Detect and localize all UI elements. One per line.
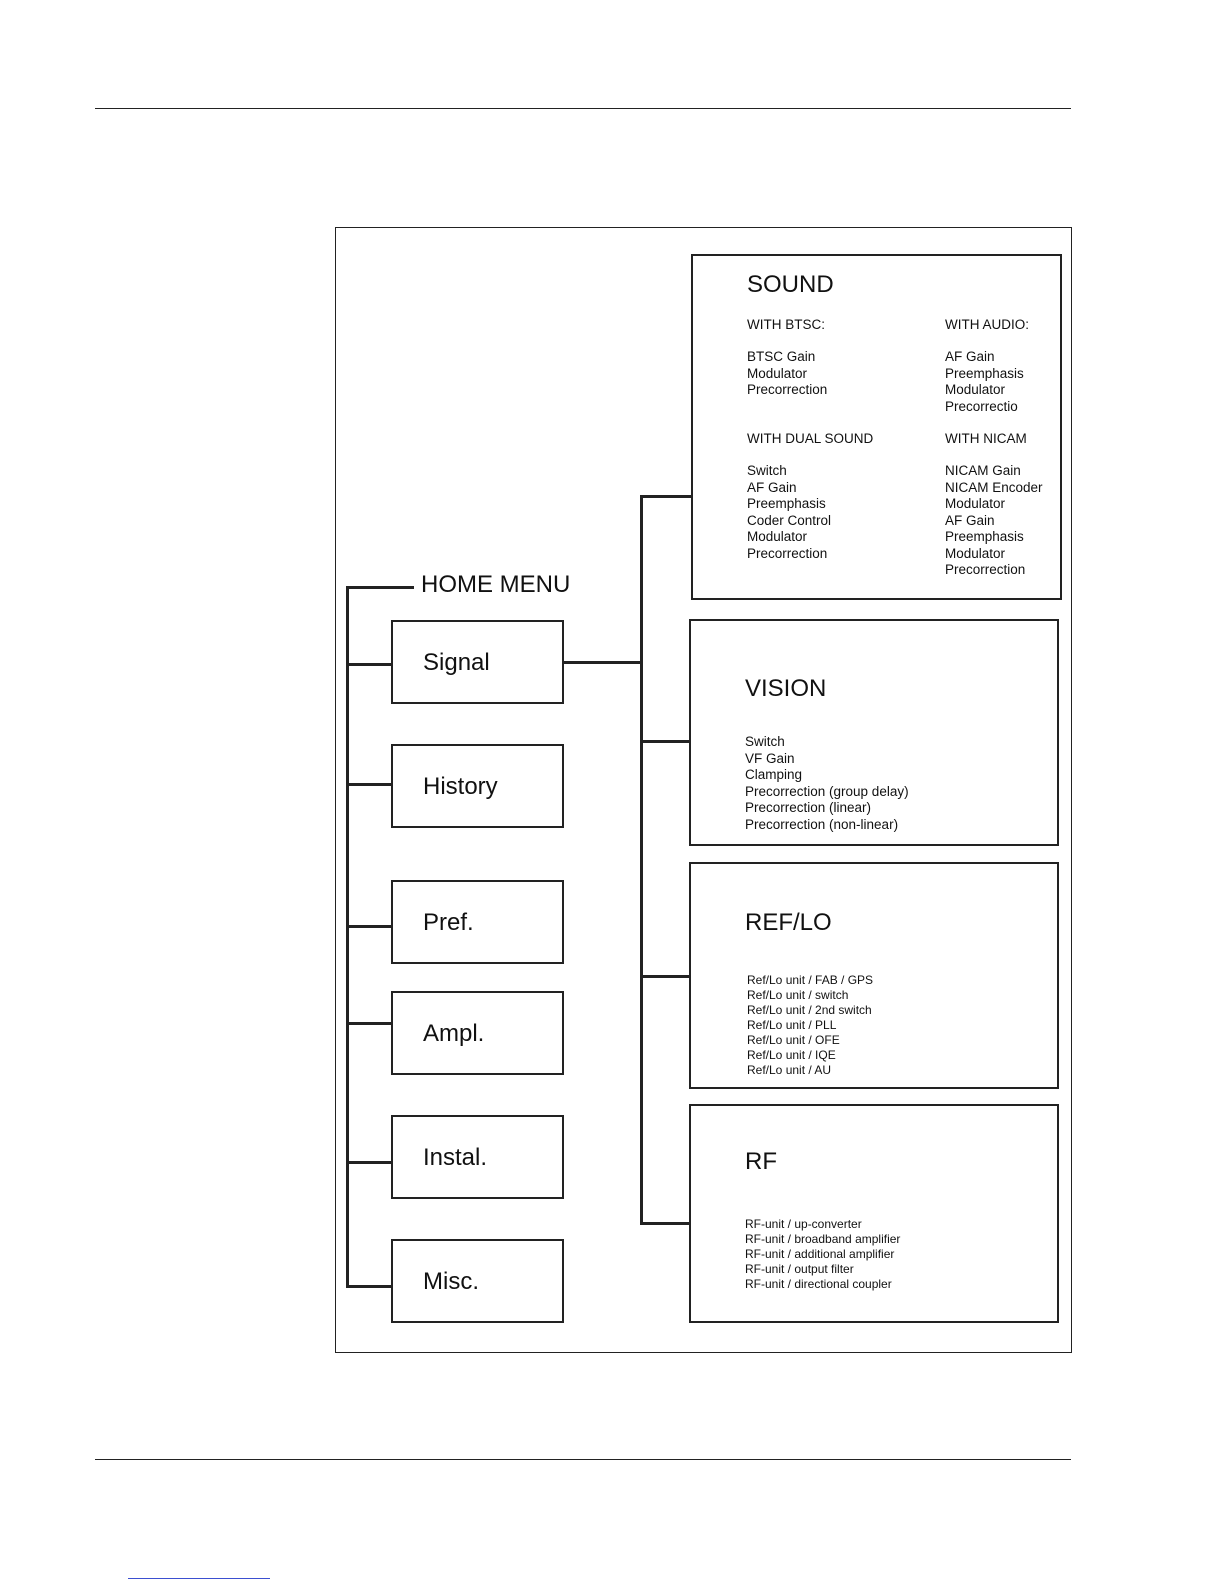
list-item: Ref/Lo unit / PLL <box>747 1018 837 1032</box>
list-item: Ref/Lo unit / switch <box>747 988 849 1002</box>
reflo-title: REF/LO <box>745 909 832 936</box>
list-item: Ref/Lo unit / 2nd switch <box>747 1003 872 1017</box>
sound-btsc-heading: WITH BTSC: <box>747 317 825 332</box>
list-item: Modulator <box>747 529 808 544</box>
diagram-frame <box>335 227 1072 1353</box>
connector-misc <box>346 1285 391 1288</box>
vision-box: VISION Switch VF Gain Clamping Precorrec… <box>689 619 1059 846</box>
rf-title: RF <box>745 1148 777 1175</box>
list-item: Precorrection (linear) <box>745 800 872 815</box>
sound-nicam-list: NICAM Gain NICAM Encoder Modulator AF Ga… <box>945 463 1043 579</box>
branch-rf <box>640 1222 692 1225</box>
sound-dual-list: Switch AF Gain Preemphasis Coder Control… <box>747 463 831 562</box>
menu-misc-label: Misc. <box>423 1268 479 1295</box>
list-item: Coder Control <box>747 512 832 528</box>
menu-misc[interactable]: Misc. <box>391 1239 564 1323</box>
list-item: Precorrection (group delay) <box>745 783 909 799</box>
reflo-box: REF/LO Ref/Lo unit / FAB / GPS Ref/Lo un… <box>689 862 1059 1089</box>
home-menu-title: HOME MENU <box>421 571 571 598</box>
menu-signal-label: Signal <box>423 649 490 676</box>
connector-ampl <box>346 1022 391 1025</box>
list-item: AF Gain <box>945 349 995 364</box>
home-tree-trunk <box>346 586 349 1288</box>
branch-reflo <box>640 975 690 978</box>
list-item: Ref/Lo unit / AU <box>747 1063 832 1077</box>
list-item: AF Gain <box>945 512 995 528</box>
menu-pref[interactable]: Pref. <box>391 880 564 964</box>
sound-dual-heading: WITH DUAL SOUND <box>747 431 874 446</box>
sound-audio-heading: WITH AUDIO: <box>945 317 1029 332</box>
list-item: RF-unit / additional amplifier <box>745 1247 895 1261</box>
list-item: NICAM Encoder <box>945 479 1043 495</box>
list-item: AF Gain <box>747 479 797 495</box>
connector-signal <box>346 663 391 666</box>
vision-title: VISION <box>745 675 827 702</box>
sound-btsc-list: BTSC Gain Modulator Precorrection <box>747 349 827 399</box>
sound-box: SOUND WITH BTSC: BTSC Gain Modulator Pre… <box>691 254 1062 600</box>
sound-audio-list: AF Gain Preemphasis Modulator Precorrect… <box>945 349 1024 415</box>
vision-list: Switch VF Gain Clamping Precorrection (g… <box>745 734 909 833</box>
connector-history <box>346 783 391 786</box>
menu-history[interactable]: History <box>391 744 564 828</box>
list-item: Switch <box>745 734 785 749</box>
list-item: RF-unit / directional coupler <box>745 1277 892 1291</box>
connector-pref <box>346 925 391 928</box>
signal-branch-trunk <box>640 495 643 1225</box>
list-item: NICAM Gain <box>945 463 1021 478</box>
bottom-rule <box>95 1459 1071 1460</box>
list-item: Preemphasis <box>945 365 1024 381</box>
sound-title: SOUND <box>747 271 834 298</box>
reflo-list: Ref/Lo unit / FAB / GPS Ref/Lo unit / sw… <box>747 973 873 1078</box>
list-item: Modulator <box>945 382 1006 397</box>
branch-sound <box>640 495 692 498</box>
list-item: BTSC Gain <box>747 349 816 364</box>
list-item: Precorrection <box>945 562 1026 577</box>
rf-box: RF RF-unit / up-converter RF-unit / broa… <box>689 1104 1059 1323</box>
menu-history-label: History <box>423 773 498 800</box>
menu-instal[interactable]: Instal. <box>391 1115 564 1199</box>
home-title-connector <box>346 586 414 589</box>
list-item: Modulator <box>945 545 1006 561</box>
list-item: RF-unit / output filter <box>745 1262 854 1276</box>
connector-instal <box>346 1161 391 1164</box>
list-item: RF-unit / broadband amplifier <box>745 1232 901 1246</box>
list-item: Precorrection <box>747 382 828 397</box>
menu-ampl[interactable]: Ampl. <box>391 991 564 1075</box>
list-item: Precorrectio <box>945 398 1018 414</box>
menu-signal[interactable]: Signal <box>391 620 564 704</box>
footer-link-underline <box>128 1578 270 1579</box>
list-item: Switch <box>747 463 787 478</box>
list-item: Clamping <box>745 767 803 782</box>
list-item: Ref/Lo unit / FAB / GPS <box>747 973 874 987</box>
list-item: Ref/Lo unit / IQE <box>747 1048 836 1062</box>
menu-instal-label: Instal. <box>423 1144 488 1171</box>
list-item: Precorrection (non-linear) <box>745 816 899 832</box>
list-item: Modulator <box>747 365 808 381</box>
top-rule <box>95 108 1071 109</box>
list-item: Preemphasis <box>945 529 1024 544</box>
menu-pref-label: Pref. <box>423 909 474 936</box>
list-item: VF Gain <box>745 750 795 766</box>
sound-nicam-heading: WITH NICAM <box>945 431 1027 446</box>
list-item: Modulator <box>945 496 1006 511</box>
list-item: RF-unit / up-converter <box>745 1217 862 1231</box>
list-item: Preemphasis <box>747 496 826 511</box>
signal-to-branch <box>564 661 642 664</box>
rf-list: RF-unit / up-converter RF-unit / broadba… <box>745 1217 900 1292</box>
branch-vision <box>640 740 690 743</box>
list-item: Precorrection <box>747 545 828 561</box>
list-item: Ref/Lo unit / OFE <box>747 1033 840 1047</box>
menu-ampl-label: Ampl. <box>423 1020 485 1047</box>
